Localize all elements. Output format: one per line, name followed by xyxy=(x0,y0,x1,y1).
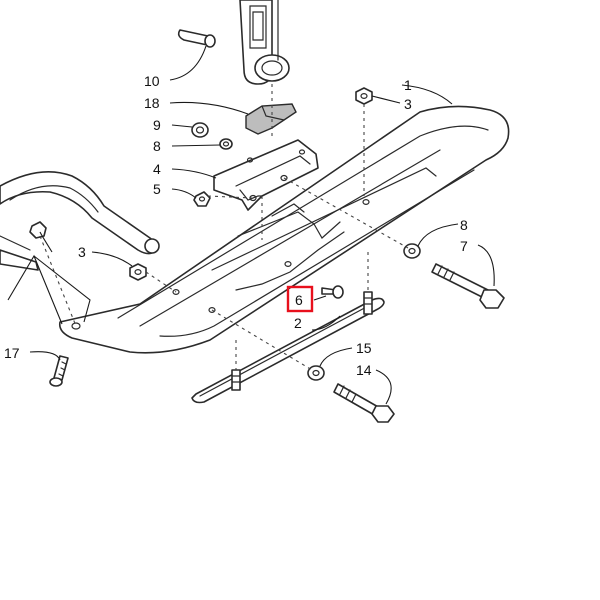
callout-7: 7 xyxy=(460,238,468,254)
callout-3-top: 3 xyxy=(404,96,412,112)
callout-8-right: 8 xyxy=(460,217,468,233)
callout-labels: 10 18 9 8 4 5 1 3 8 7 3 17 6 2 15 14 xyxy=(4,73,468,378)
ski-body xyxy=(58,105,510,354)
callout-18: 18 xyxy=(144,95,160,111)
screw-6 xyxy=(321,285,344,299)
highlight-box-callout-6 xyxy=(286,285,314,313)
hardware-left xyxy=(191,122,233,207)
callout-14: 14 xyxy=(356,362,372,378)
leader-lines xyxy=(7,45,495,405)
hardware-front xyxy=(29,221,147,281)
callout-1: 1 xyxy=(404,77,412,93)
callout-3-left: 3 xyxy=(78,244,86,260)
callout-15: 15 xyxy=(356,340,372,356)
pin-part xyxy=(177,29,216,48)
callout-8-top: 8 xyxy=(153,138,161,154)
callout-4: 4 xyxy=(153,161,161,177)
callout-6: 6 xyxy=(295,292,303,308)
callout-5: 5 xyxy=(153,181,161,197)
spindle-part xyxy=(239,0,290,85)
callout-9: 9 xyxy=(153,117,161,133)
assembly-lines xyxy=(39,84,409,371)
callout-17: 17 xyxy=(4,345,20,361)
callout-10: 10 xyxy=(144,73,160,89)
nut-top xyxy=(355,87,373,105)
pad-part xyxy=(245,103,297,135)
bolt-17 xyxy=(49,355,69,387)
wear-bar-part xyxy=(191,291,385,404)
callout-2: 2 xyxy=(294,315,302,331)
bolt-14-assembly xyxy=(307,365,395,423)
